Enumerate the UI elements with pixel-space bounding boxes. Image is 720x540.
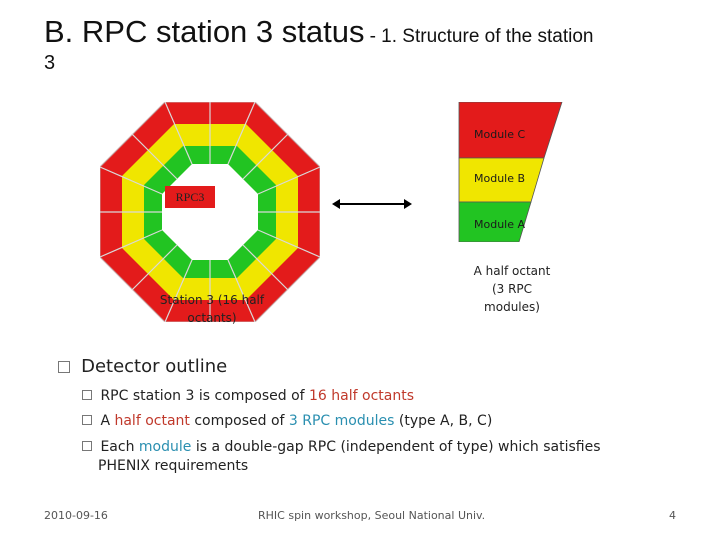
half-octant-diagram (458, 102, 563, 242)
module-b-label: Module B (474, 172, 526, 185)
outline-item-1: RPC station 3 is composed of 16 half oct… (82, 387, 682, 406)
module-c-label: Module C (474, 128, 526, 141)
bullet-box-icon (58, 360, 70, 373)
module-a-label: Module A (474, 218, 526, 231)
octagon-segment-lines (100, 102, 320, 322)
slide-title: B. RPC station 3 status - 1. Structure o… (44, 14, 704, 55)
footer-date: 2010-09-16 (44, 509, 108, 522)
title-sub: - 1. Structure of the station (369, 26, 594, 47)
footer-page-number: 4 (669, 509, 676, 522)
double-arrow (332, 199, 412, 209)
title-main: B. RPC station 3 status (44, 14, 365, 49)
outline-item-3: Each module is a double-gap RPC (indepen… (82, 438, 682, 476)
outline-heading: Detector outline (81, 356, 228, 377)
outline-heading-row: Detector outline (58, 356, 227, 377)
outline-item-2: A half octant composed of 3 RPC modules … (82, 412, 682, 431)
footer-center: RHIC spin workshop, Seoul National Univ. (258, 509, 486, 522)
title-continuation: 3 (44, 52, 56, 74)
rpc3-label: RPC3 (165, 186, 215, 208)
module-a-shape (458, 201, 532, 242)
half-octant-caption: A half octant (3 RPC modules) (473, 264, 551, 314)
bullet-box-icon (82, 415, 92, 425)
bullet-box-icon (82, 441, 92, 451)
station-caption: Station 3 (16 half octants) (159, 293, 265, 325)
station3-octagon-diagram (100, 102, 320, 322)
bullet-box-icon (82, 390, 92, 400)
